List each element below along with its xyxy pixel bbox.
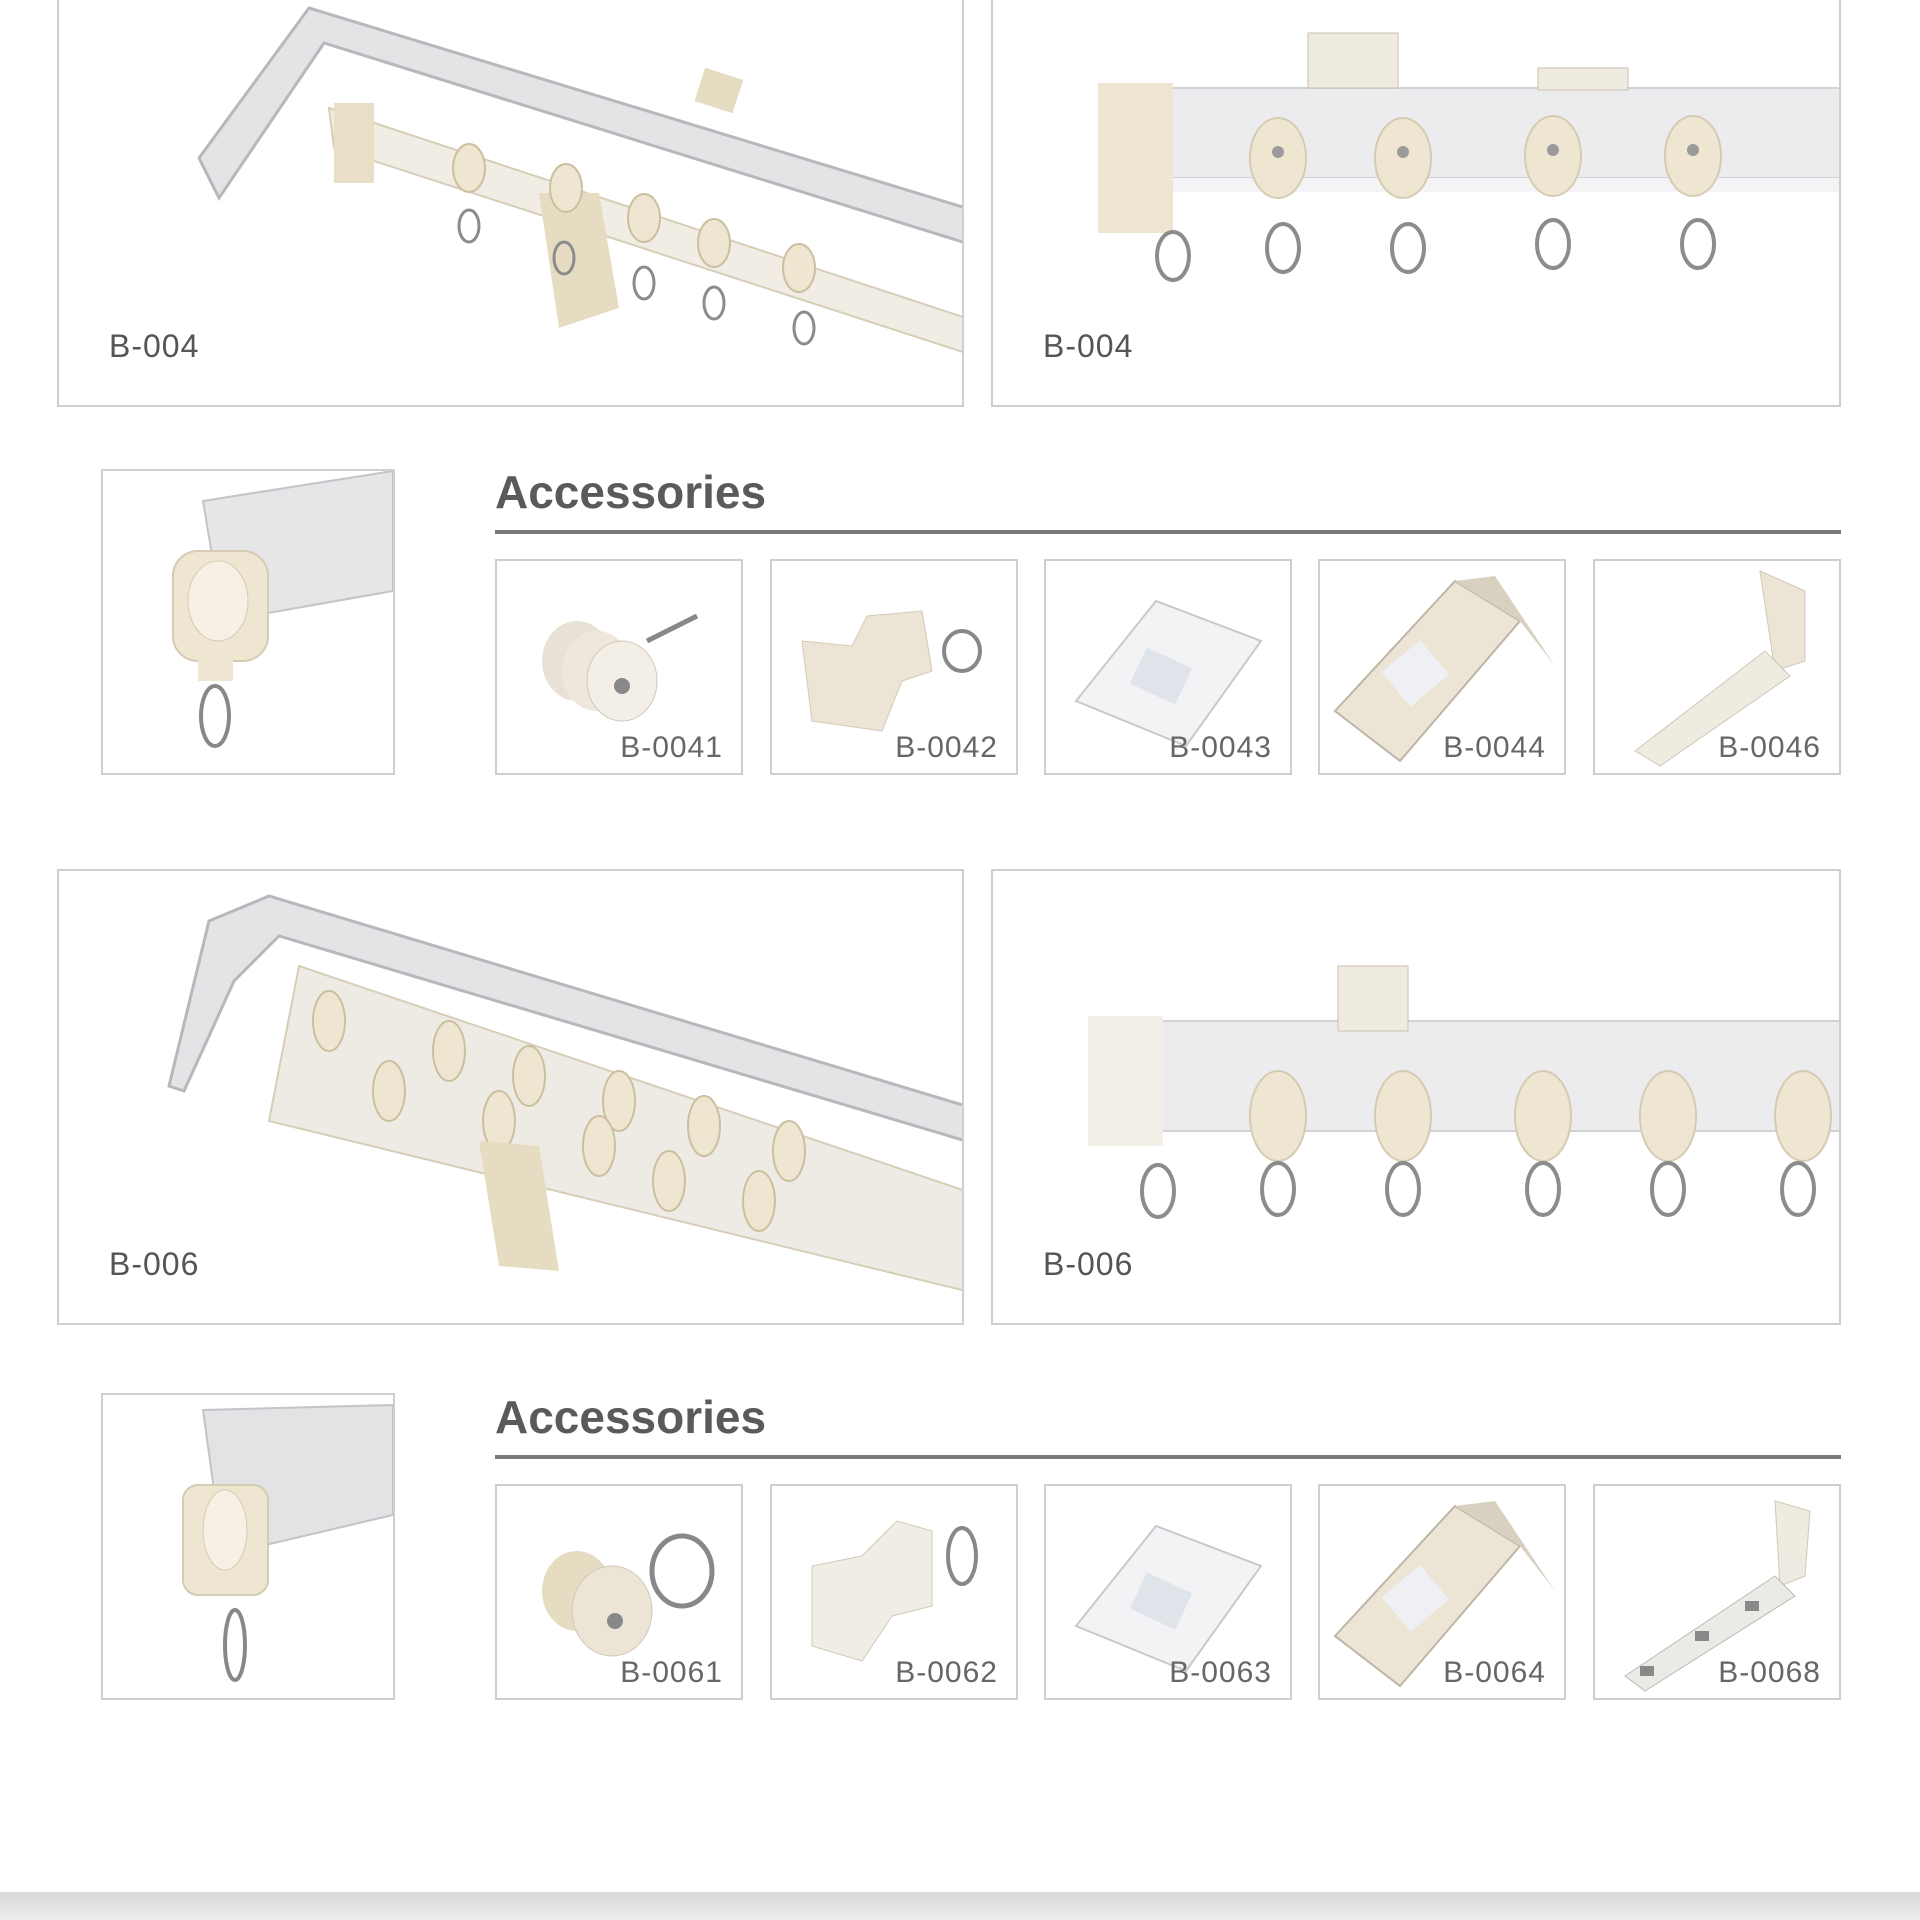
accessory-item: B-0042	[770, 559, 1018, 775]
extension-bracket-icon	[1634, 570, 1806, 767]
accessory-item: B-0062	[770, 1484, 1018, 1700]
clip-bracket-icon	[1074, 1524, 1263, 1673]
accessory-code: B-0063	[1169, 1656, 1272, 1689]
accessory-code: B-0061	[620, 1656, 723, 1689]
curved-track-illustration	[197, 6, 962, 353]
accessory-code: B-0042	[895, 731, 998, 764]
accessory-item: B-0046	[1593, 559, 1841, 775]
accessory-item: B-0061	[495, 1484, 743, 1700]
clip-bracket-icon	[1074, 599, 1263, 748]
product-code-label: B-006	[109, 1246, 200, 1282]
extension-bracket-icon	[1624, 1500, 1811, 1692]
product-code-label: B-006	[1043, 1246, 1134, 1282]
glider-closeup-illustration	[182, 1403, 393, 1682]
accessory-code: B-0044	[1443, 731, 1546, 764]
accessory-code: B-0043	[1169, 731, 1272, 764]
accessory-code: B-0062	[895, 1656, 998, 1689]
heading-divider	[495, 1455, 1841, 1459]
accessory-item: B-0063	[1044, 1484, 1292, 1700]
accessory-item: B-0068	[1593, 1484, 1841, 1700]
straight-track-illustration	[1088, 965, 1839, 1219]
product-image-b004-curved: B-004	[57, 0, 964, 407]
straight-track-illustration	[1098, 32, 1839, 282]
product-code-label: B-004	[1043, 328, 1134, 364]
product-image-b004-straight: B-004	[991, 0, 1841, 407]
curved-double-track-illustration	[167, 894, 962, 1292]
glider-closeup-illustration	[172, 471, 393, 748]
product-code-label: B-004	[109, 328, 200, 364]
accessory-item: B-0064	[1318, 1484, 1566, 1700]
accessories-heading: Accessories	[495, 1391, 767, 1443]
wall-bracket-icon	[1333, 576, 1555, 763]
end-stop-icon	[801, 610, 982, 732]
product-image-b006-straight: B-006	[991, 869, 1841, 1325]
heading-divider	[495, 530, 1841, 534]
accessory-item: B-0044	[1318, 559, 1566, 775]
accessory-code: B-0046	[1718, 731, 1821, 764]
wall-bracket-icon	[1333, 1501, 1555, 1688]
accessory-code: B-0064	[1443, 1656, 1546, 1689]
page-bottom-edge	[0, 1892, 1920, 1920]
accessory-code: B-0068	[1718, 1656, 1821, 1689]
end-stop-icon	[811, 1520, 978, 1662]
accessory-item: B-0041	[495, 559, 743, 775]
roller-glider-icon	[542, 613, 699, 722]
glider-detail-image	[101, 1393, 395, 1700]
accessory-code: B-0041	[620, 731, 723, 764]
roller-glider-icon	[542, 1533, 715, 1657]
accessory-item: B-0043	[1044, 559, 1292, 775]
accessories-heading: Accessories	[495, 466, 767, 518]
product-image-b006-curved: B-006	[57, 869, 964, 1325]
glider-detail-image	[101, 469, 395, 775]
